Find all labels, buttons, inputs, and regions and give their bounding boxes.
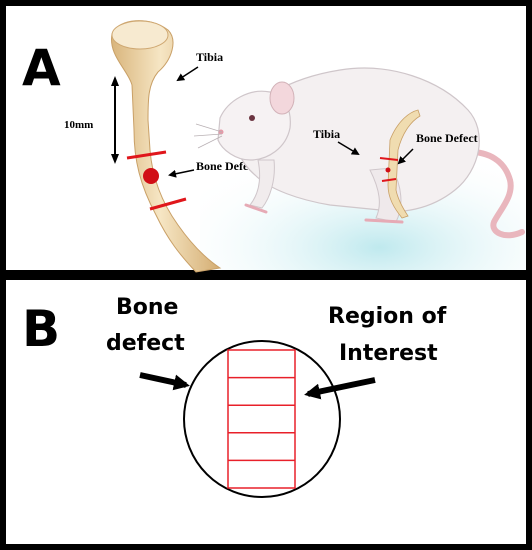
tibia-arrow-right [337, 141, 360, 156]
defect-line-bottom [149, 197, 187, 211]
roi-label-line2: Interest [339, 341, 438, 366]
roi-rectangle [227, 349, 296, 489]
roi-grid [227, 349, 296, 489]
bone-defect-marker [143, 168, 159, 184]
panel-b: B Bone defect Region of Interest [0, 274, 532, 550]
bone-defect-label-left: Bone Defect [196, 159, 258, 173]
panel-b-letter: B [22, 300, 60, 358]
scale-label: 10mm [64, 119, 93, 131]
roi-arrow [304, 377, 376, 400]
tibia-bone [111, 20, 222, 273]
bone-defect-arrow-left [168, 169, 195, 178]
bone-defect-label-b-line1: Bone [116, 295, 178, 320]
bone-defect-label-right: Bone Defect [416, 131, 478, 145]
bone-cross-section-circle [183, 340, 341, 498]
bone-defect-label-b-line2: defect [106, 331, 185, 356]
bone-defect-arrow-b [139, 372, 190, 391]
bone-defect-arrow-right [397, 148, 414, 165]
tibia-label-right: Tibia [313, 127, 340, 141]
roi-label-line1: Region of [328, 304, 447, 329]
rat-defect-line-bottom [381, 178, 397, 182]
tibia-arrow-left [176, 66, 199, 82]
rat-defect-line-top [379, 157, 399, 161]
rat-illustration [193, 67, 525, 239]
panel-a-letter: A [22, 39, 61, 97]
defect-line-top [126, 150, 167, 160]
scale-bar [111, 76, 119, 164]
panel-a: A 10mm Tibia Bone Defect [0, 0, 532, 276]
rat-defect-marker [385, 167, 391, 173]
tibia-label-left: Tibia [196, 50, 223, 64]
